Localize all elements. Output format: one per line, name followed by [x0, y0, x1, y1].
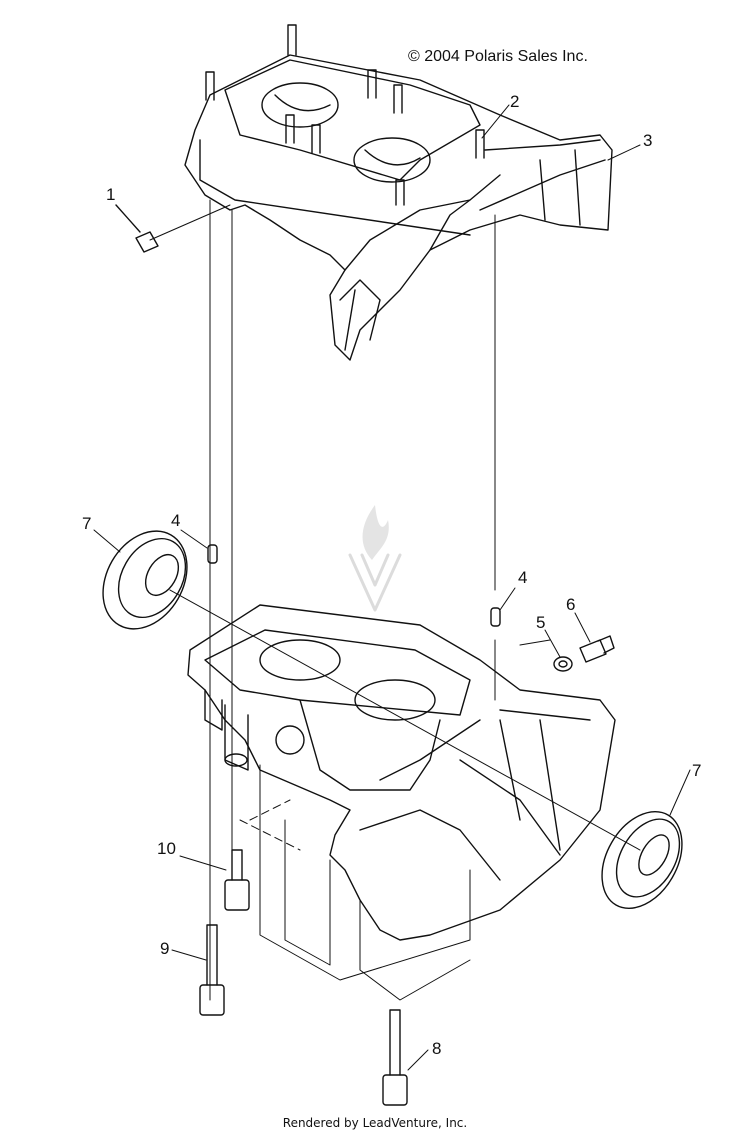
callout-3: 3: [643, 131, 653, 150]
cylinder-studs: [205, 24, 485, 206]
callout-6: 6: [566, 595, 576, 614]
leader-lines: [93, 104, 691, 1071]
callout-5: 5: [536, 613, 546, 632]
callout-1: 1: [106, 185, 116, 204]
oil-seal-7-left: [102, 530, 188, 630]
callout-7-right: 7: [692, 761, 702, 780]
callout-4-right: 4: [518, 568, 528, 587]
drain-plug-6: [579, 635, 615, 663]
callout-2: 2: [510, 92, 520, 111]
callout-8: 8: [432, 1039, 442, 1058]
callout-9: 9: [160, 939, 170, 958]
washer-5: [553, 656, 573, 672]
bolt-10: [224, 849, 250, 911]
callout-10: 10: [157, 839, 176, 858]
copyright-notice: © 2004 Polaris Sales Inc.: [408, 48, 588, 65]
bolt-9: [199, 924, 225, 1016]
render-credit: Rendered by LeadVenture, Inc.: [282, 1116, 468, 1130]
oil-seal-7-right: [601, 810, 683, 910]
callout-7-left: 7: [82, 514, 92, 533]
dowel-pin-4-left: [207, 544, 218, 564]
callout-4-left: 4: [171, 511, 181, 530]
dowel-pin-4-right: [490, 607, 501, 627]
bolt-8: [382, 1009, 408, 1106]
watermark-logo: [348, 505, 402, 612]
upper-crankcase: [184, 24, 613, 361]
dowel-pin-1: [115, 204, 159, 253]
lower-crankcase: [187, 604, 616, 1001]
